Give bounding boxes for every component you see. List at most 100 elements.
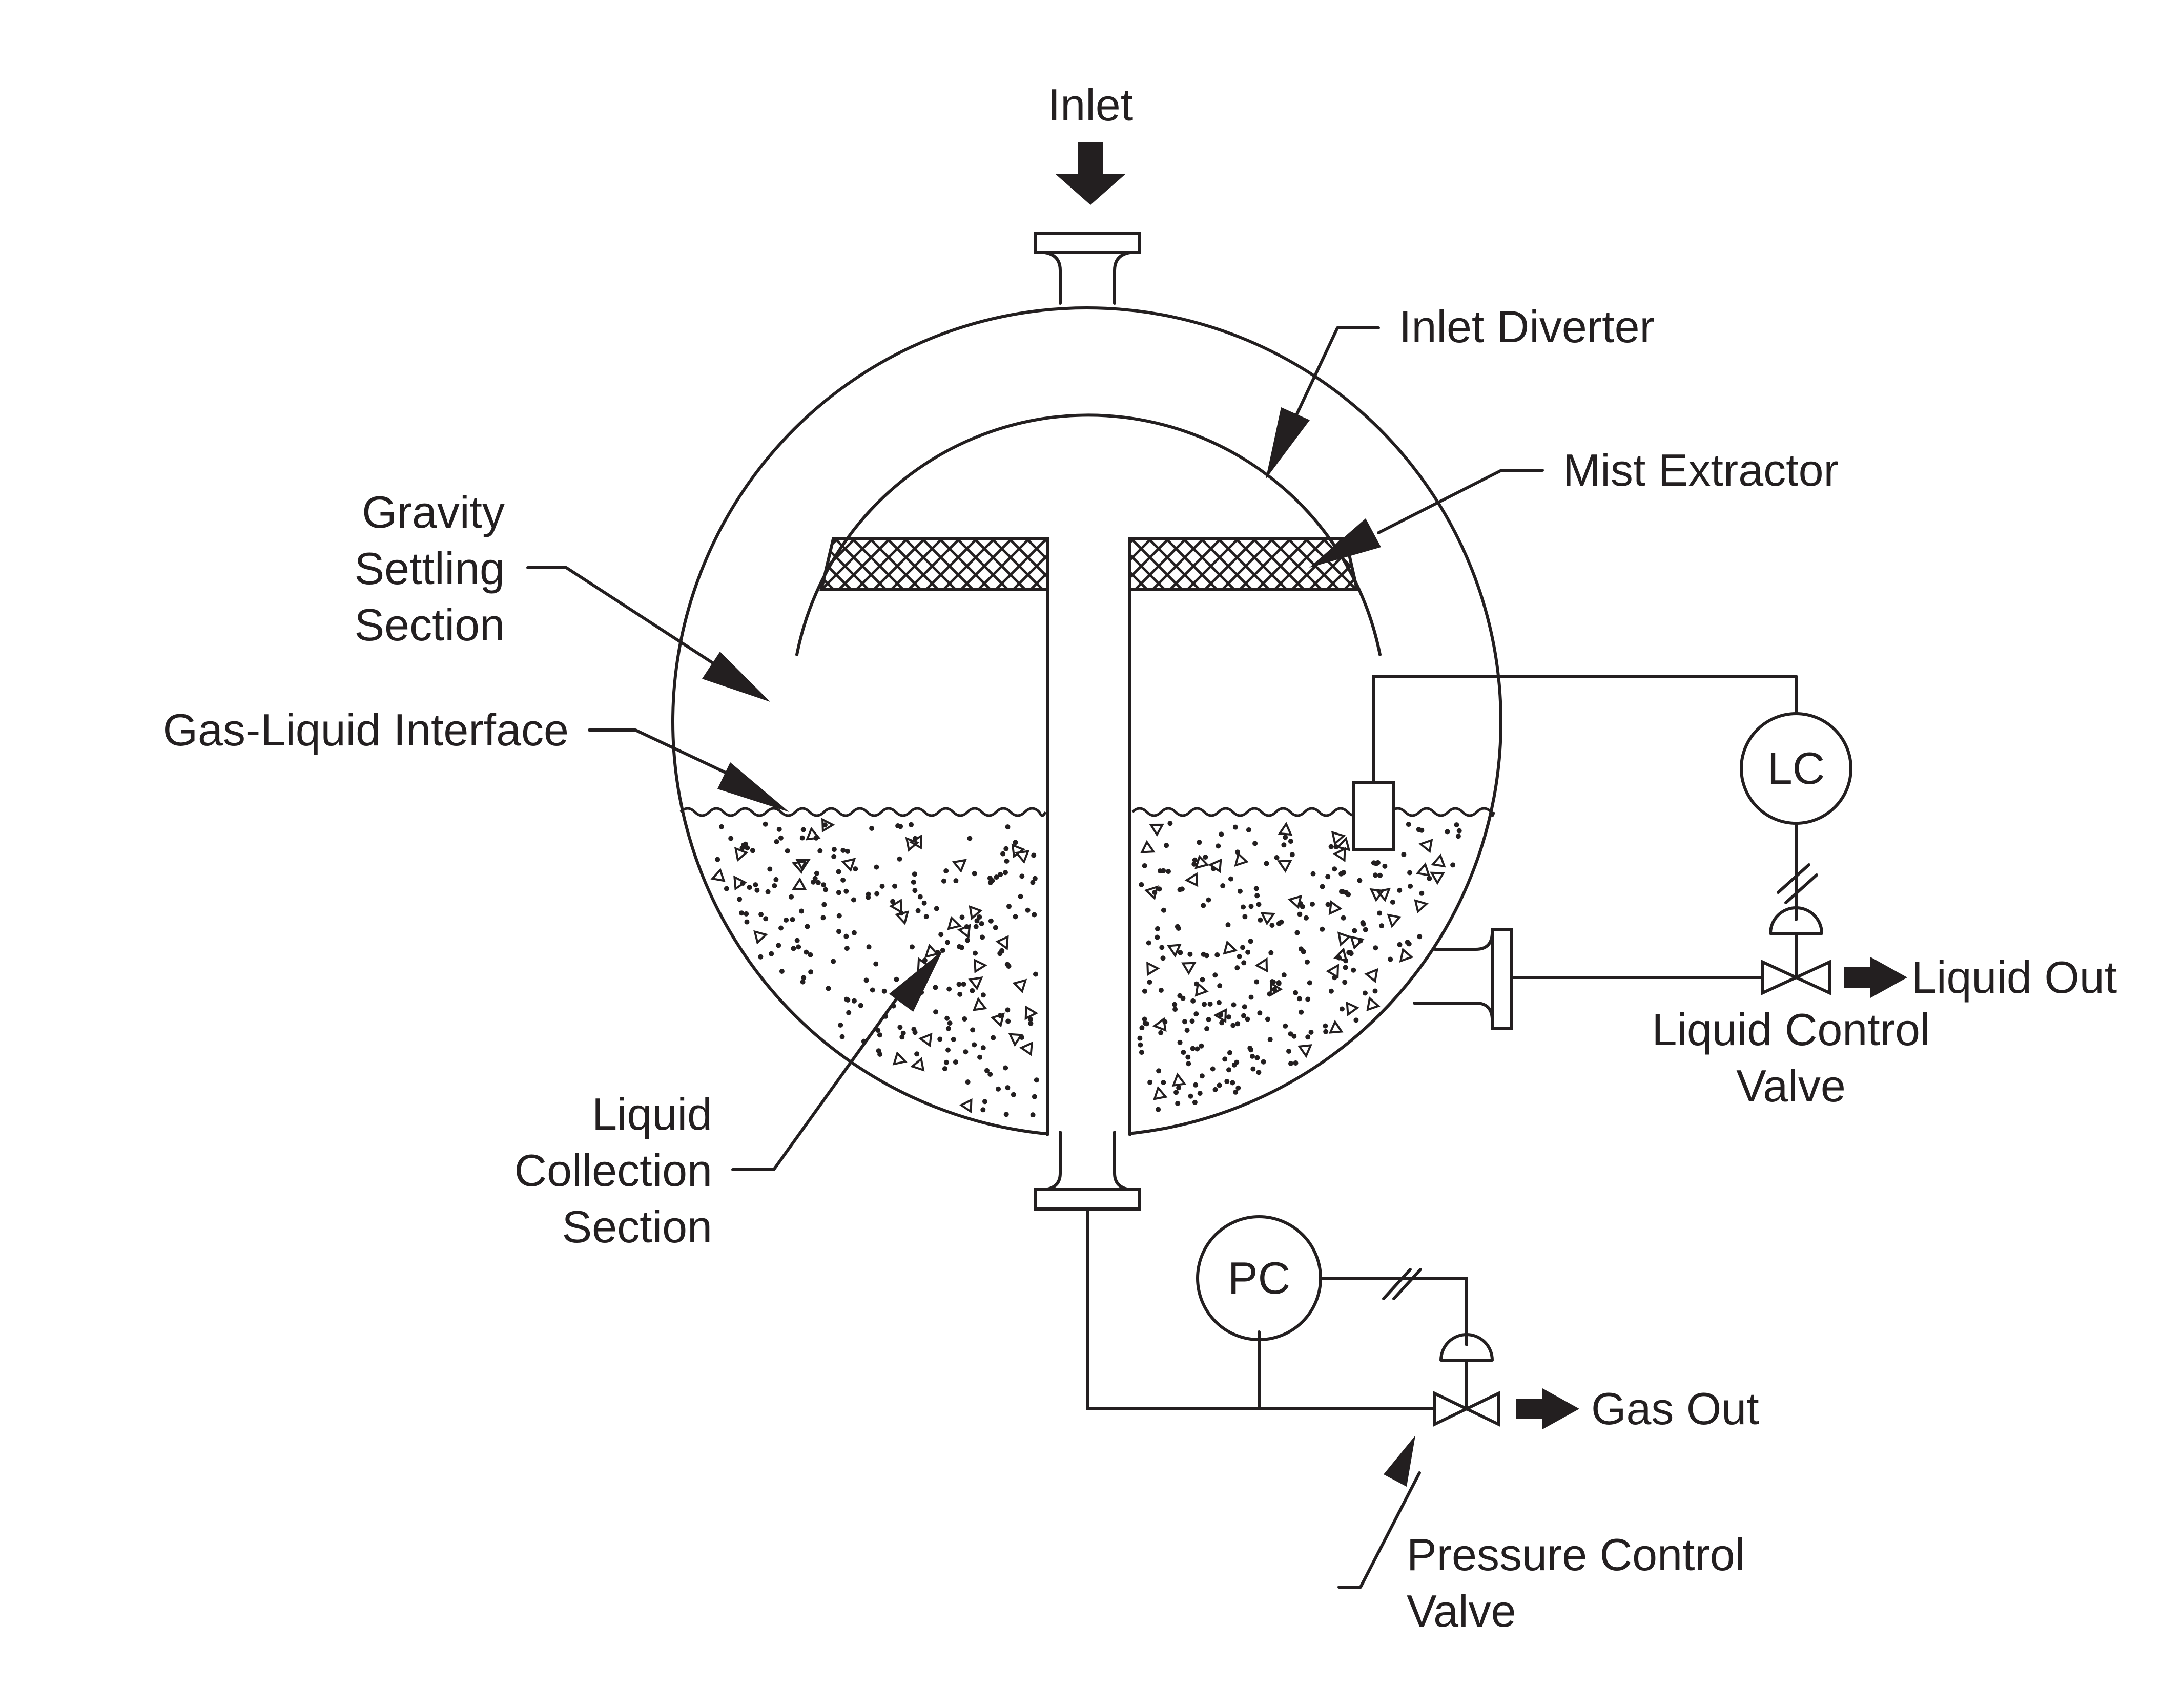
liquid-dot	[1291, 1033, 1297, 1039]
liquid-dot	[1248, 939, 1253, 944]
liquid-dot	[1155, 926, 1160, 931]
liquid-dot	[1320, 926, 1325, 932]
liquid-droplet	[909, 834, 922, 850]
liquid-dot	[767, 866, 773, 872]
liquid-dot	[943, 1059, 949, 1065]
liquid-dot	[1231, 1062, 1237, 1068]
liquid-droplet	[1167, 944, 1182, 958]
liquid-droplet	[1234, 852, 1249, 867]
liquid-dot	[1011, 1092, 1016, 1097]
gravity-settling-arrowhead	[702, 652, 770, 702]
liquid-droplet	[1024, 1005, 1038, 1020]
liquid-droplet	[1014, 850, 1030, 864]
liquid-dot	[917, 894, 923, 900]
liquid-dot	[744, 919, 750, 925]
liquid-dot	[715, 857, 720, 862]
liquid-dot	[1281, 842, 1287, 848]
liquid-dot	[840, 877, 846, 883]
liquid-dot	[796, 944, 801, 950]
liquid-dot	[821, 902, 827, 907]
liquid-dot	[1241, 1013, 1246, 1018]
liquid-droplet	[1181, 962, 1197, 975]
liquid-dot	[1242, 1004, 1247, 1010]
liquid-dot	[1005, 1018, 1011, 1024]
liquid-dot	[945, 1026, 951, 1031]
liquid-droplet	[910, 1057, 925, 1072]
liquid-dot	[1268, 950, 1274, 955]
liquid-dot	[808, 969, 814, 975]
liquid-dot	[963, 1049, 969, 1055]
liquid-droplet	[1369, 888, 1385, 902]
liquid-dot	[941, 878, 946, 884]
liquid-dot	[1372, 988, 1378, 994]
liquid-dot	[1407, 870, 1413, 876]
liquid-droplet	[972, 997, 987, 1011]
liquid-dot	[874, 864, 879, 870]
liquid-dot	[846, 1010, 852, 1015]
liquid-droplet	[791, 877, 807, 890]
liquid-dot	[785, 848, 790, 854]
liquid-dot	[1032, 1094, 1037, 1099]
mist-extractor-leader	[1377, 469, 1544, 534]
liquid-dot	[1030, 880, 1036, 885]
liquid-dot	[1339, 889, 1344, 894]
liquid-out-label: Liquid Out	[1911, 952, 2117, 1003]
liquid-dot	[772, 883, 777, 888]
liquid-dot	[851, 930, 857, 935]
liquid-dot	[934, 906, 939, 911]
liquid-dot	[1186, 1061, 1191, 1067]
liquid-dot	[909, 822, 914, 827]
liquid-dot	[984, 1068, 990, 1073]
liquid-dot	[1294, 930, 1300, 935]
liquid-dot	[912, 871, 917, 877]
liquid-dot	[1235, 1085, 1241, 1091]
liquid-droplet	[969, 905, 983, 921]
liquid-dot	[1193, 1011, 1199, 1017]
liquid-dot	[1226, 1014, 1231, 1020]
liquid-dot	[836, 929, 841, 934]
liquid-droplet	[1019, 1041, 1033, 1056]
liquid-dot	[972, 1042, 977, 1048]
liquid-droplet	[957, 924, 971, 939]
liquid-dot	[1199, 1043, 1204, 1049]
liquid-dot	[1340, 1006, 1345, 1012]
liquid-dot	[826, 986, 831, 991]
liquid-dot	[1323, 1029, 1329, 1034]
liquid-dot	[964, 938, 970, 943]
liquid-dot	[980, 1107, 986, 1113]
liquid-dot	[1256, 902, 1262, 907]
liquid-dot	[1147, 980, 1152, 985]
liquid-dot	[1201, 903, 1206, 908]
liquid-dot	[737, 897, 743, 902]
liquid-dot	[1363, 990, 1368, 996]
liquid-dot	[821, 882, 827, 888]
liquid-dot	[784, 917, 789, 923]
liquid-dot	[980, 1045, 986, 1051]
liquid-dot	[1401, 852, 1407, 857]
liquid-dot	[728, 836, 734, 841]
liquid-dot	[789, 894, 794, 900]
liquid-dot	[1241, 904, 1246, 910]
liquid-dot	[915, 908, 921, 913]
liquid-dot	[1248, 904, 1254, 909]
liquid-dot	[1416, 827, 1422, 832]
liquid-dot	[1159, 945, 1165, 950]
liquid-dot	[1456, 828, 1462, 834]
liquid-dot	[763, 916, 769, 922]
liquid-droplet	[1375, 887, 1391, 902]
liquid-dot	[838, 1022, 843, 1028]
liquid-droplet	[795, 859, 811, 872]
liquid-dot	[1176, 1085, 1182, 1091]
liquid-dot	[1182, 1019, 1187, 1025]
liquid-dot	[1032, 876, 1038, 881]
inlet-diverter-dome	[795, 413, 1382, 656]
liquid-dot	[866, 891, 871, 897]
liquid-dot	[1225, 922, 1231, 928]
liquid-dot	[1352, 928, 1357, 933]
liquid-droplet	[889, 899, 902, 914]
liquid-dot	[1254, 1055, 1260, 1060]
liquid-dot	[1288, 1060, 1293, 1066]
liquid-out-arrow	[1844, 957, 1907, 998]
liquid-dot	[988, 918, 994, 924]
